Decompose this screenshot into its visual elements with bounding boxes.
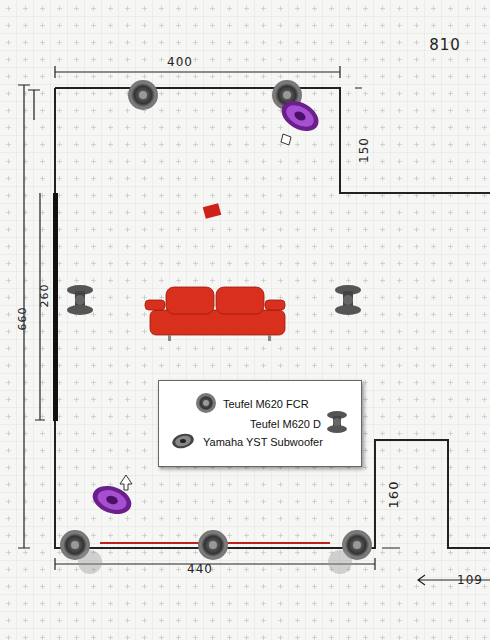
dimension-label: 160 <box>386 480 401 508</box>
dimension-label: 109 <box>457 573 483 587</box>
legend-text: Teufel M620 FCR <box>223 398 309 410</box>
legend-box: Teufel M620 FCR Teufel M620 D Yamaha YST S… <box>158 380 362 467</box>
legend-text: Yamaha YST Subwoofer <box>203 436 323 448</box>
dimension-label: 440 <box>187 562 213 576</box>
dimension-label: 260 <box>38 283 51 307</box>
legend-icon <box>325 410 349 434</box>
dimension-label: 660 <box>16 306 29 330</box>
dimension-label: 150 <box>357 137 371 163</box>
dimension-label: 400 <box>167 55 193 69</box>
legend-text: Teufel M620 D <box>250 418 321 430</box>
legend-icon <box>171 429 195 453</box>
dimension-label: 810 <box>429 36 461 54</box>
legend-icon <box>194 391 218 415</box>
